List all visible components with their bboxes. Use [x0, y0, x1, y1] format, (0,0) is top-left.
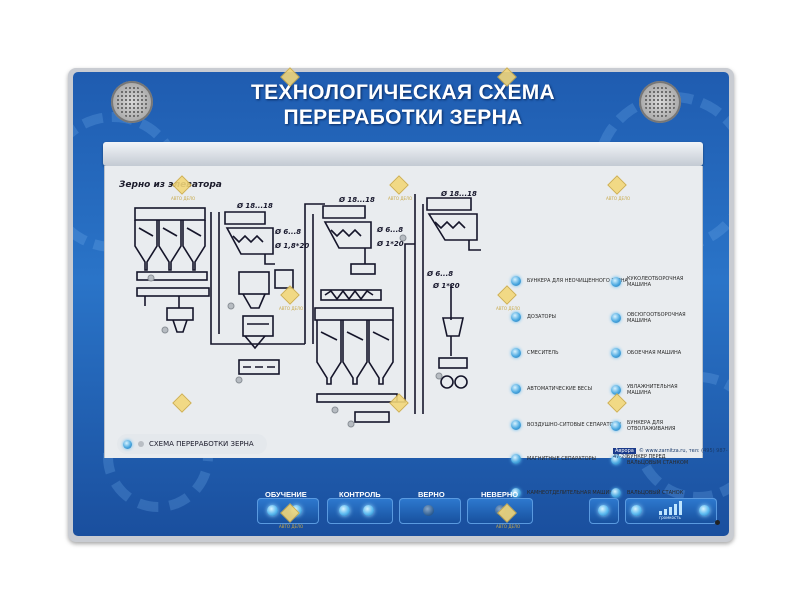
legend-item[interactable]: БУНКЕРА ДЛЯ ОТВОЛАЖИВАНИЯ — [611, 420, 701, 432]
diagram-label: Ø 6...8 — [274, 228, 301, 236]
indicator-light-icon — [611, 277, 621, 287]
legend-item[interactable]: КУКОЛЕОТБОРОЧНАЯ МАШИНА — [611, 276, 701, 288]
legend-item[interactable]: АВТОМАТИЧЕСКИЕ ВЕСЫ — [511, 384, 661, 394]
indicator-light-icon — [611, 421, 621, 431]
mode-label-control: КОНТРОЛЬ — [339, 490, 381, 499]
legend-item[interactable]: СМЕСИТЕЛЬ — [511, 348, 661, 358]
indicator-light-icon — [611, 385, 621, 395]
watermark-text: АВТО ДЕЛО — [279, 306, 304, 311]
diagram-label: Ø 18...18 — [338, 196, 375, 204]
legend-item[interactable]: КАМНЕОТДЕЛИТЕЛЬНАЯ МАШИНА — [511, 488, 661, 498]
indicator-off-icon — [423, 505, 434, 516]
speaker-left-icon — [111, 81, 153, 123]
speaker-right-icon — [639, 81, 681, 123]
indicator-light-icon — [511, 312, 521, 322]
indicator-light-icon — [511, 348, 521, 358]
indicator-light-icon — [339, 505, 350, 516]
volume-down-icon — [631, 505, 642, 516]
raw-grain-bins-icon — [134, 207, 206, 271]
diagram-label: Ø 6...8 — [426, 270, 453, 278]
indicator-light-icon — [123, 439, 132, 449]
watermark-text: АВТО ДЕЛО — [279, 524, 304, 529]
volume-control[interactable]: громкость — [625, 498, 717, 524]
air-sieve-separator-icon — [224, 211, 274, 255]
diagram-label: Ø 1*20 — [376, 240, 404, 248]
indicator-light-icon — [611, 455, 621, 465]
legend-item[interactable]: БУНКЕР ПЕРЕД ВАЛЬЦОВЫМ СТАНКОМ — [611, 454, 701, 466]
legend-item[interactable]: БУНКЕРА ДЛЯ НЕОЧИЩЕННОГО ЗЕРНА — [511, 276, 661, 286]
mode-label-correct: ВЕРНО — [418, 490, 445, 499]
diagram-label: Ø 1,8*20 — [274, 242, 309, 250]
indicator-light-icon — [511, 488, 521, 498]
indicator-light-icon — [611, 348, 621, 358]
indicator-light-icon — [511, 420, 521, 430]
legend-item[interactable]: МАГНИТНЫЕ СЕПАРАТОРЫ — [511, 454, 661, 464]
legend-item[interactable]: ВАЛЬЦОВЫЙ СТАНОК — [611, 488, 701, 498]
scheme-caption-label: СХЕМА ПЕРЕРАБОТКИ ЗЕРНА — [149, 440, 254, 448]
tempering-bins-icon — [314, 307, 394, 385]
board-title: ТЕХНОЛОГИЧЕСКАЯ СХЕМА ПЕРЕРАБОТКИ ЗЕРНА — [193, 80, 613, 130]
legend-item[interactable]: ВОЗДУШНО-СИТОВЫЕ СЕПАРАТОРЫ — [511, 420, 661, 430]
diagram-label: Ø 18...18 — [440, 190, 477, 198]
diagram-label: Ø 18...18 — [236, 202, 273, 210]
poster-rail — [103, 142, 703, 166]
watermark-text: АВТО ДЕЛО — [496, 306, 521, 311]
screw-icon — [715, 520, 720, 525]
watermark-text: АВТО ДЕЛО — [171, 196, 196, 201]
mode-label-training: ОБУЧЕНИЕ — [265, 490, 307, 499]
indicator-light-icon — [511, 276, 521, 286]
scheme-caption-button[interactable]: СХЕМА ПЕРЕРАБОТКИ ЗЕРНА — [117, 434, 267, 454]
info-board: ТЕХНОЛОГИЧЕСКАЯ СХЕМА ПЕРЕРАБОТКИ ЗЕРНА … — [73, 72, 729, 536]
mode-label-wrong: НЕВЕРНО — [481, 490, 519, 499]
indicator-light-icon — [611, 488, 621, 498]
legend-item[interactable]: УВЛАЖНИТЕЛЬНАЯ МАШИНА — [611, 384, 701, 396]
mixer-icon — [136, 287, 210, 297]
indicator-off-icon — [138, 441, 144, 447]
correct-indicator — [399, 498, 461, 524]
diagram-label: Ø 1*20 — [432, 282, 460, 290]
title-line-1: ТЕХНОЛОГИЧЕСКАЯ СХЕМА — [250, 81, 556, 104]
indicator-light-icon — [267, 505, 278, 516]
indicator-light-icon — [598, 505, 609, 516]
stone-separator-icon — [238, 359, 280, 375]
scheme-panel: Зерно из элеватора — [104, 166, 703, 498]
title-line-2: ПЕРЕРАБОТКИ ЗЕРНА — [283, 106, 523, 129]
indicator-light-icon — [511, 384, 521, 394]
dampening-machine-icon — [442, 317, 464, 337]
volume-up-icon — [699, 505, 710, 516]
diagram-label: Ø 6...8 — [376, 226, 403, 234]
legend-item[interactable]: ОВСЮГООТБОРОЧНАЯ МАШИНА — [611, 312, 701, 324]
footer-contact: Аврора© www.zarnitza.ru, тел: (495) 987-… — [613, 448, 728, 460]
indicator-light-icon — [363, 505, 374, 516]
volume-bars-icon — [659, 501, 682, 515]
brand-logo: Аврора — [613, 448, 636, 454]
legend-item[interactable]: ДОЗАТОРЫ — [511, 312, 661, 322]
control-button[interactable] — [327, 498, 393, 524]
screw-conveyor-icon — [320, 289, 382, 301]
dosing-units-icon — [136, 271, 208, 281]
watermark-text: АВТО ДЕЛО — [606, 196, 631, 201]
bunker-before-mill-icon — [438, 357, 468, 369]
power-button[interactable] — [589, 498, 619, 524]
watermark-text: АВТО ДЕЛО — [496, 524, 521, 529]
indicator-light-icon — [611, 313, 621, 323]
volume-label: громкость — [659, 515, 681, 520]
auto-scale-icon — [166, 307, 194, 321]
roller-mill-icon — [440, 375, 454, 389]
process-diagram: Ø 18...18 Ø 6...8 Ø 18...18 Ø 6...8 Ø 1,… — [134, 190, 481, 428]
scheme-title: Зерно из элеватора — [119, 180, 222, 190]
indicator-light-icon — [511, 454, 521, 464]
watermark-text: АВТО ДЕЛО — [388, 196, 413, 201]
legend-item[interactable]: ОБОЕЧНАЯ МАШИНА — [611, 348, 701, 358]
